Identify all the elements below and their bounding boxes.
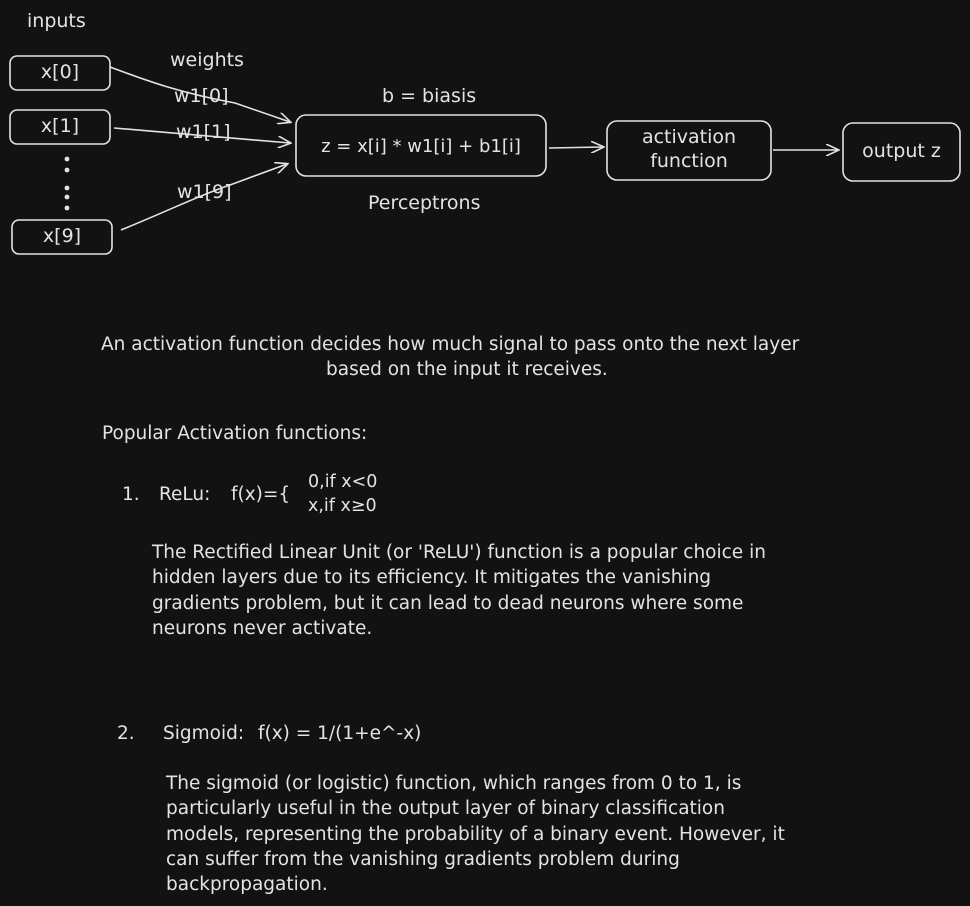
weight-label: w1[1] — [176, 121, 231, 143]
relu-fx: f(x)={ — [231, 484, 291, 505]
inputs-label: inputs — [27, 10, 86, 32]
relu-description-line: gradients problem, but it can lead to de… — [152, 593, 744, 614]
sigmoid-description-line: backpropagation. — [166, 874, 328, 895]
sigmoid-description-line: models, representing the probability of … — [166, 824, 785, 845]
activation-box — [606, 120, 772, 181]
sigmoid-name: Sigmoid: — [163, 723, 245, 744]
edge-perceptron-activation — [548, 147, 603, 148]
relu-description-line: hidden layers due to its efficiency. It … — [152, 567, 712, 588]
relu-case-1: 0,if x<0 — [308, 472, 378, 492]
weights-label: weights — [170, 49, 244, 71]
popular-heading: Popular Activation functions: — [102, 423, 368, 444]
ellipsis-dot — [64, 194, 70, 200]
edge-x0-perceptron — [109, 66, 290, 122]
relu-case-2: x,if x≥0 — [308, 496, 377, 516]
input-node-9-box — [11, 219, 113, 255]
sigmoid-description-line: can suffer from the vanishing gradients … — [166, 849, 680, 870]
output-box — [842, 122, 961, 182]
sigmoid-number: 2. — [117, 723, 135, 744]
bias-label: b = biasis — [382, 85, 477, 107]
description-line-1: An activation function decides how much … — [101, 334, 800, 355]
relu-name: ReLu: — [159, 484, 211, 505]
activation-box-line2: function — [650, 150, 728, 172]
ellipsis-dot — [64, 156, 70, 162]
input-node-0-box — [9, 55, 111, 91]
ellipsis-dot — [64, 205, 70, 211]
sigmoid-description-line: particularly useful in the output layer … — [166, 798, 725, 819]
edge-x9-perceptron — [120, 164, 287, 231]
sigmoid-description-line: The sigmoid (or logistic) function, whic… — [166, 773, 742, 794]
weight-label: w1[9] — [177, 181, 232, 203]
perceptron-box — [295, 114, 547, 177]
activation-box-line1: activation — [641, 126, 737, 148]
perceptrons-label: Perceptrons — [368, 192, 481, 214]
output-box-label: output z — [862, 140, 941, 162]
relu-description-line: neurons never activate. — [152, 618, 373, 639]
ellipsis-dot — [64, 185, 70, 191]
ellipsis-dot — [64, 167, 70, 173]
perceptron-formula: z = x[i] * w1[i] + b1[i] — [321, 136, 521, 157]
sigmoid-fx: f(x) = 1/(1+e^-x) — [258, 723, 422, 744]
weight-label: w1[0] — [174, 85, 229, 107]
relu-description-line: The Rectified Linear Unit (or 'ReLU') fu… — [152, 542, 766, 563]
edge-x1-perceptron — [113, 127, 290, 143]
input-node-label: x[9] — [42, 225, 82, 247]
description-line-2: based on the input it receives. — [326, 359, 608, 380]
input-node-1-box — [9, 109, 111, 145]
input-node-label: x[1] — [40, 115, 80, 137]
relu-number: 1. — [122, 484, 140, 505]
input-node-label: x[0] — [40, 61, 80, 83]
